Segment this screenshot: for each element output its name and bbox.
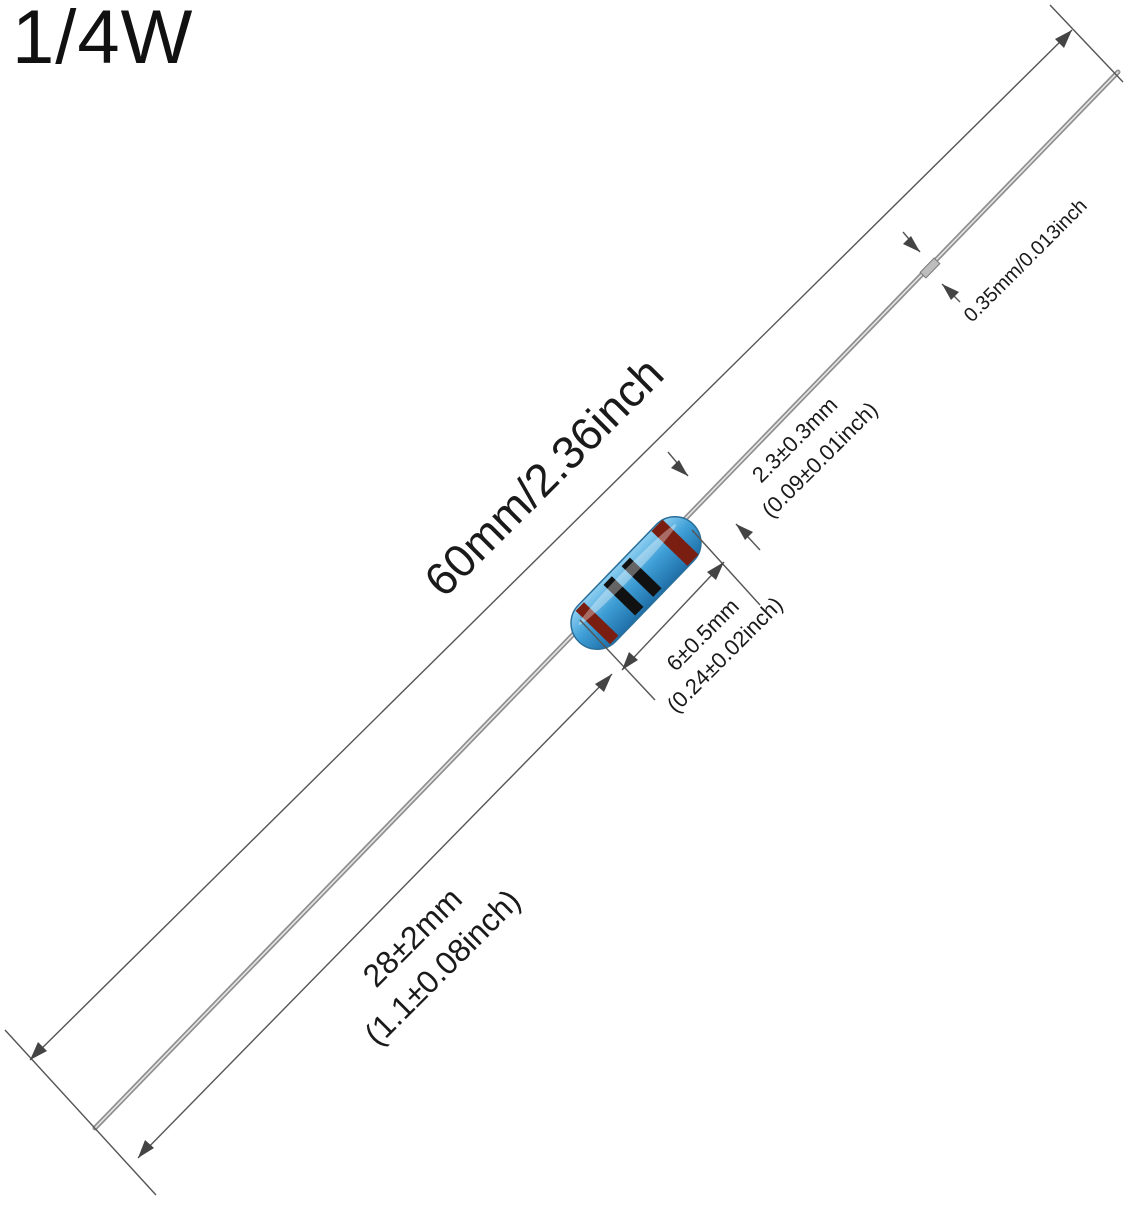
color-band-4: [651, 519, 699, 566]
power-rating-title: 1/4W: [12, 0, 194, 80]
body-diameter-dimension: 2.3±0.3mm (0.09±0.01inch): [667, 392, 883, 551]
color-band-2: [603, 576, 644, 616]
lead-diameter-marker: [919, 257, 941, 279]
resistor-body: [570, 516, 702, 650]
color-band-1: [575, 602, 619, 645]
lead-length-dimension: 28±2mm (1.1±0.08inch): [137, 673, 613, 1159]
color-band-3: [621, 557, 662, 597]
total-length-dimension: 60mm/2.36inch: [4, 4, 1124, 1196]
